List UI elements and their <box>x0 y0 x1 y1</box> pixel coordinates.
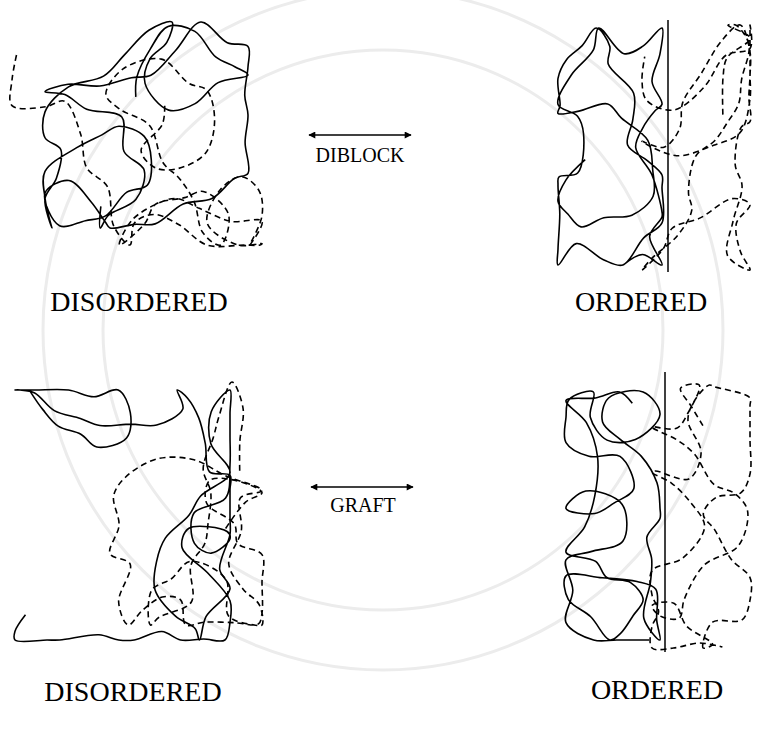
state-label: ORDERED <box>591 676 723 704</box>
dashed-block-chain <box>110 382 264 626</box>
state-label: DISORDERED <box>44 678 221 706</box>
architecture-label: DIBLOCK <box>316 145 405 165</box>
watermark-seal <box>43 0 723 670</box>
solid-block-chain <box>14 389 231 641</box>
coil-group <box>10 21 752 649</box>
state-label: DISORDERED <box>50 288 227 316</box>
interface-line <box>664 372 666 652</box>
solid-block-chain <box>43 21 250 228</box>
interface-line <box>667 20 669 272</box>
architecture-label: GRAFT <box>330 495 396 515</box>
double-arrow <box>311 486 413 488</box>
state-label: ORDERED <box>575 288 707 316</box>
solid-block-chain <box>557 28 664 266</box>
solid-block-chain <box>564 391 661 641</box>
dashed-block-chain <box>10 55 263 247</box>
double-arrow <box>309 134 411 136</box>
dashed-block-chain <box>642 24 752 270</box>
